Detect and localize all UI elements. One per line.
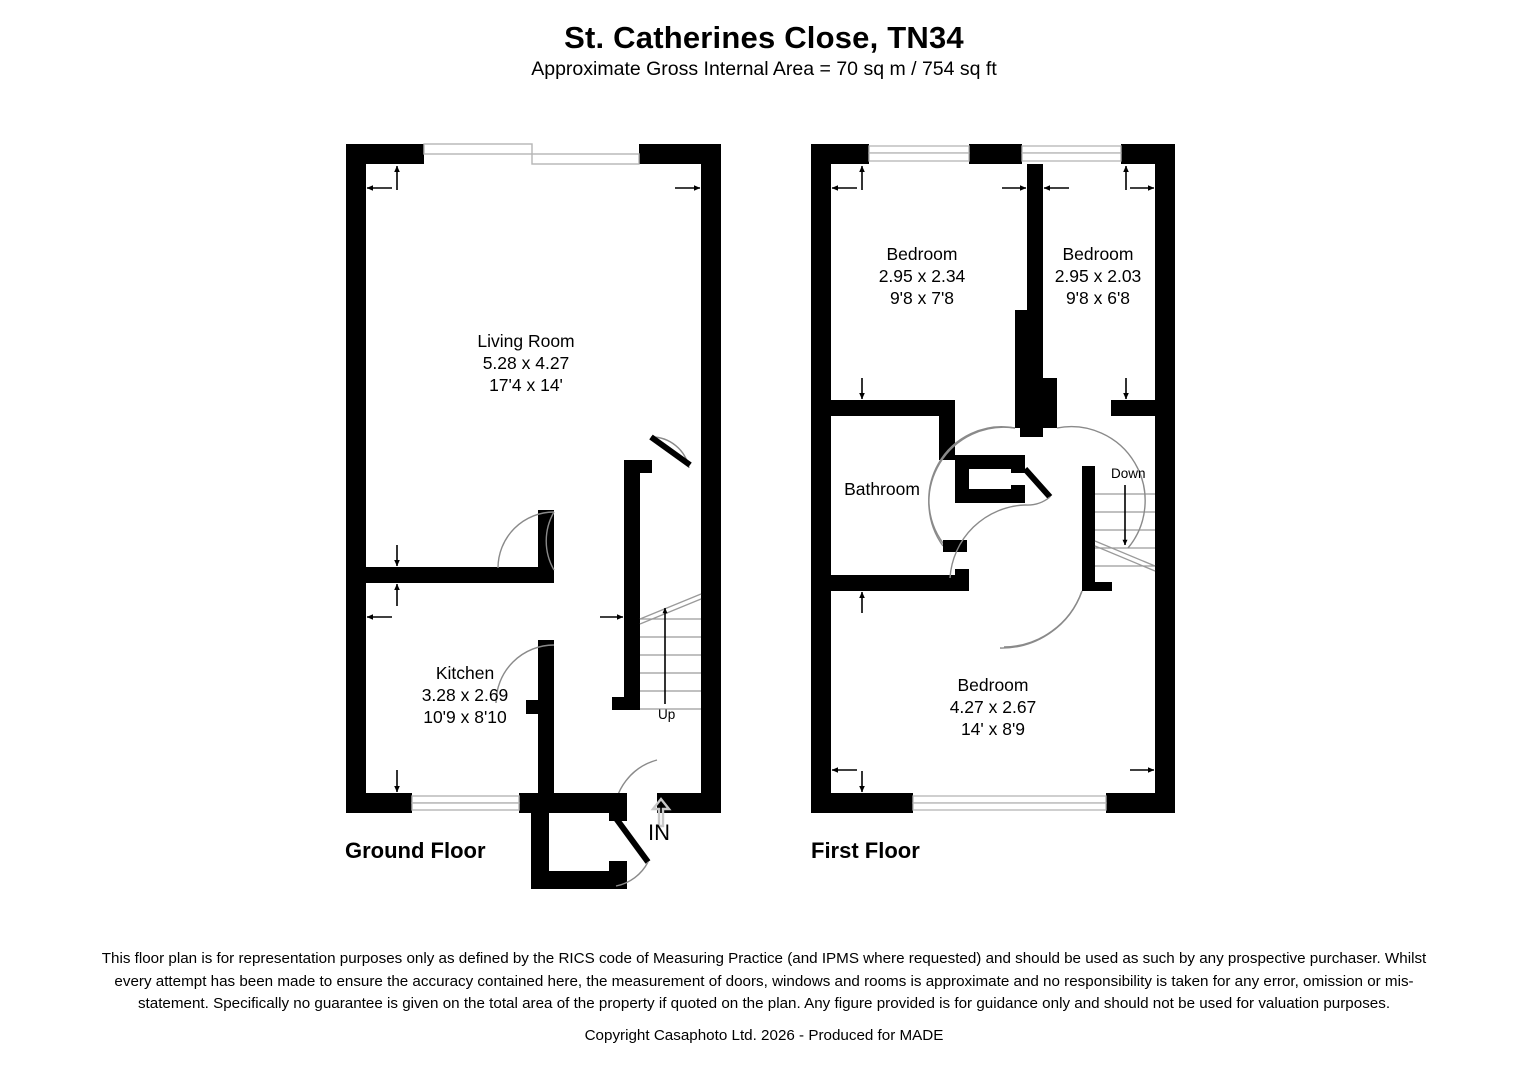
first-floor-front-windows <box>868 145 1122 162</box>
room-name: Bathroom <box>844 479 920 499</box>
room-imperial: 14' x 8'9 <box>960 719 1026 739</box>
first-floor-rear-window <box>912 795 1107 811</box>
room-imperial: 17'4 x 14' <box>489 375 563 395</box>
room-label-bathroom: Bathroom <box>792 478 972 500</box>
first-floor-title: First Floor <box>811 838 920 863</box>
room-imperial: 10'9 x 8'10 <box>423 707 507 727</box>
room-metric: 2.95 x 2.03 <box>1054 266 1142 286</box>
room-label-bedroom-1: Bedroom 2.95 x 2.34 9'8 x 7'8 <box>806 243 1038 309</box>
room-label-living-room: Living Room 5.28 x 4.27 17'4 x 14' <box>410 330 642 396</box>
entry-porch <box>531 793 627 889</box>
first-floor-doors <box>928 425 1146 649</box>
room-name: Bedroom <box>886 244 958 264</box>
first-floor-plan <box>811 144 1175 813</box>
copyright-text: Copyright Casaphoto Ltd. 2026 - Produced… <box>584 1027 944 1044</box>
ground-floor-stairs <box>639 583 702 710</box>
ground-floor-dimension-arrows <box>366 165 701 793</box>
room-name: Kitchen <box>435 663 495 683</box>
room-name: Bedroom <box>957 675 1029 695</box>
room-metric: 4.27 x 2.67 <box>949 697 1037 717</box>
entry-direction-arrow <box>650 797 672 828</box>
ground-floor-title: Ground Floor <box>345 838 486 863</box>
room-label-bedroom-2: Bedroom 2.95 x 2.03 9'8 x 6'8 <box>982 243 1214 309</box>
room-label-bedroom-3: Bedroom 4.27 x 2.67 14' x 8'9 <box>877 674 1109 740</box>
stair-direction-down: Down <box>1111 466 1146 481</box>
room-metric: 5.28 x 4.27 <box>482 353 570 373</box>
room-imperial: 9'8 x 6'8 <box>1065 288 1131 308</box>
ground-floor-plan <box>346 143 721 889</box>
room-metric: 2.95 x 2.34 <box>878 266 966 286</box>
entry-label: IN <box>648 820 670 845</box>
room-label-kitchen: Kitchen 3.28 x 2.69 10'9 x 8'10 <box>349 662 581 728</box>
first-floor-dimension-arrows <box>831 165 1155 793</box>
first-floor-walls <box>811 144 1175 813</box>
kitchen-window <box>411 795 520 811</box>
ground-floor-internal-walls <box>366 460 652 813</box>
living-room-window <box>423 143 640 165</box>
page-subtitle: Approximate Gross Internal Area = 70 sq … <box>531 58 997 80</box>
stair-direction-up: Up <box>658 707 676 722</box>
first-floor-internal-walls <box>831 164 1175 591</box>
page-title: St. Catherines Close, TN34 <box>564 20 964 55</box>
room-name: Bedroom <box>1062 244 1134 264</box>
room-imperial: 9'8 x 7'8 <box>889 288 955 308</box>
disclaimer-text: This floor plan is for representation pu… <box>101 950 1427 1012</box>
room-name: Living Room <box>477 331 575 351</box>
room-metric: 3.28 x 2.69 <box>421 685 509 705</box>
first-floor-stairs <box>1094 472 1156 582</box>
entry-door <box>612 815 651 887</box>
